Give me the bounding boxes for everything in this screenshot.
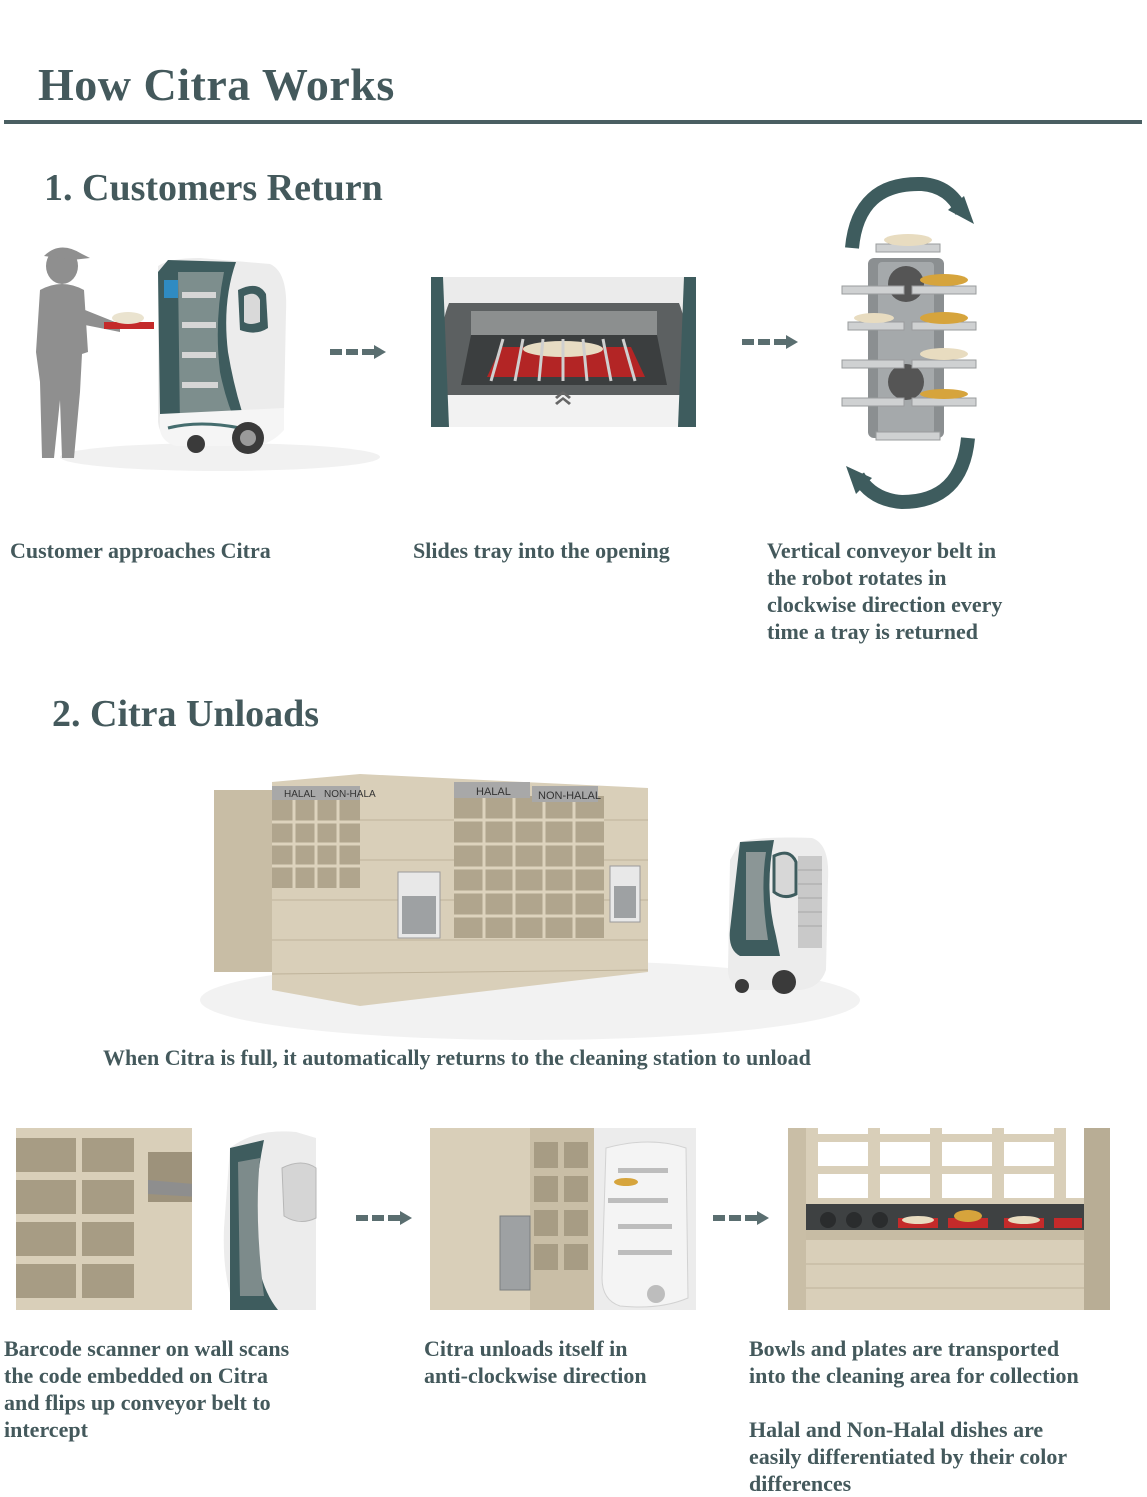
vertical-conveyor-illustration: [841, 176, 977, 510]
station-caption: When Citra is full, it automatically ret…: [103, 1045, 811, 1070]
unloading-illustration: [430, 1128, 696, 1310]
cleaning-station-illustration: HALAL NON-HALA HALAL NON-HALAL: [180, 760, 880, 1090]
dashed-arrow-icon: [713, 1211, 769, 1225]
clockwise-arrow-icon: [845, 176, 969, 249]
station-label-halal: HALAL: [284, 789, 316, 800]
step-1-caption: Customer approaches Citra: [10, 538, 271, 563]
unload-step-1-caption: Barcode scanner on wall scans the code e…: [4, 1336, 290, 1442]
citra-robot: [158, 258, 287, 454]
section-1-title: 1. Customers Return: [44, 167, 383, 209]
tray-opening-illustration: [431, 277, 696, 427]
station-label-nonhalal: NON-HALA: [324, 789, 376, 800]
title-divider: [4, 120, 1142, 124]
station-label-halal: HALAL: [476, 786, 511, 798]
dashed-arrow-icon: [742, 335, 798, 349]
customer-approaches-illustration: [0, 232, 392, 482]
step-3-caption: Vertical conveyor belt in the robot rota…: [767, 538, 1003, 644]
barcode-scanner-illustration: [16, 1128, 338, 1310]
section-2-title: 2. Citra Unloads: [52, 693, 320, 735]
anticlockwise-arrow-icon: [851, 437, 975, 510]
unload-step-3-caption: Bowls and plates are transported into th…: [749, 1336, 1079, 1496]
citra-robot: [728, 837, 829, 994]
unload-step-2-caption: Citra unloads itself in anti-clockwise d…: [424, 1336, 647, 1388]
dashed-arrow-icon: [330, 345, 386, 359]
dashed-arrow-icon: [356, 1211, 412, 1225]
step-2-caption: Slides tray into the opening: [413, 538, 670, 563]
station-label-nonhalal: NON-HALAL: [538, 790, 601, 802]
customer-silhouette: [36, 247, 120, 458]
page-title: How Citra Works: [38, 59, 395, 110]
cleaning-area-illustration: [788, 1128, 1110, 1310]
